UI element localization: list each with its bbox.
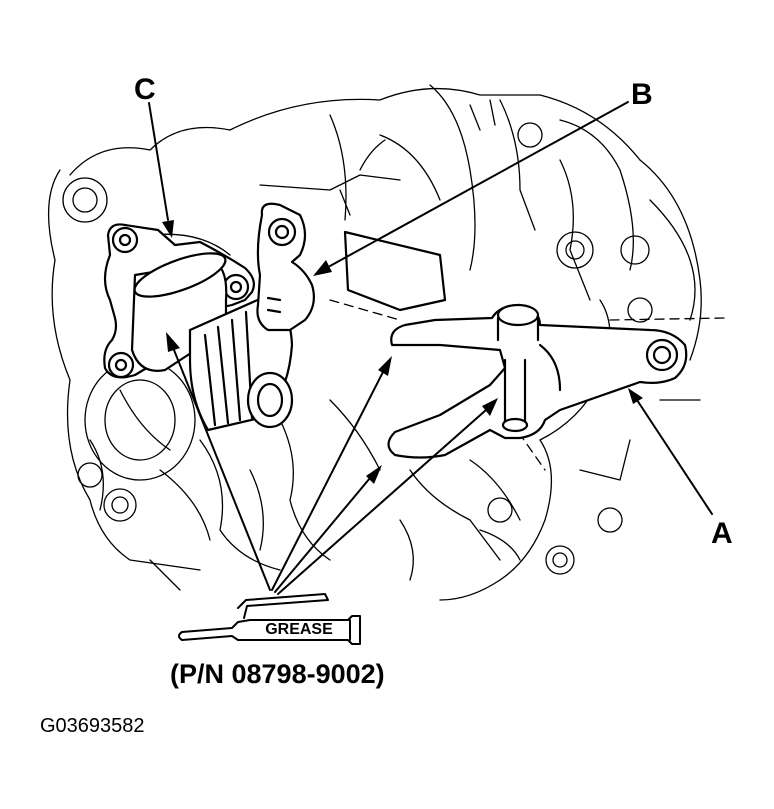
grease-tube-icon [178,593,361,645]
callout-c: C [134,73,156,106]
figure-id: G03693582 [40,715,145,737]
release-bearing [256,202,447,332]
release-bearing-guide [103,223,294,432]
leader-lines [148,101,713,595]
grease-label: GREASE [265,621,333,638]
callout-b: B [631,78,653,111]
grease-part-number: (P/N 08798-9002) [170,659,385,689]
release-fork [387,303,688,459]
callout-a: A [711,517,733,550]
